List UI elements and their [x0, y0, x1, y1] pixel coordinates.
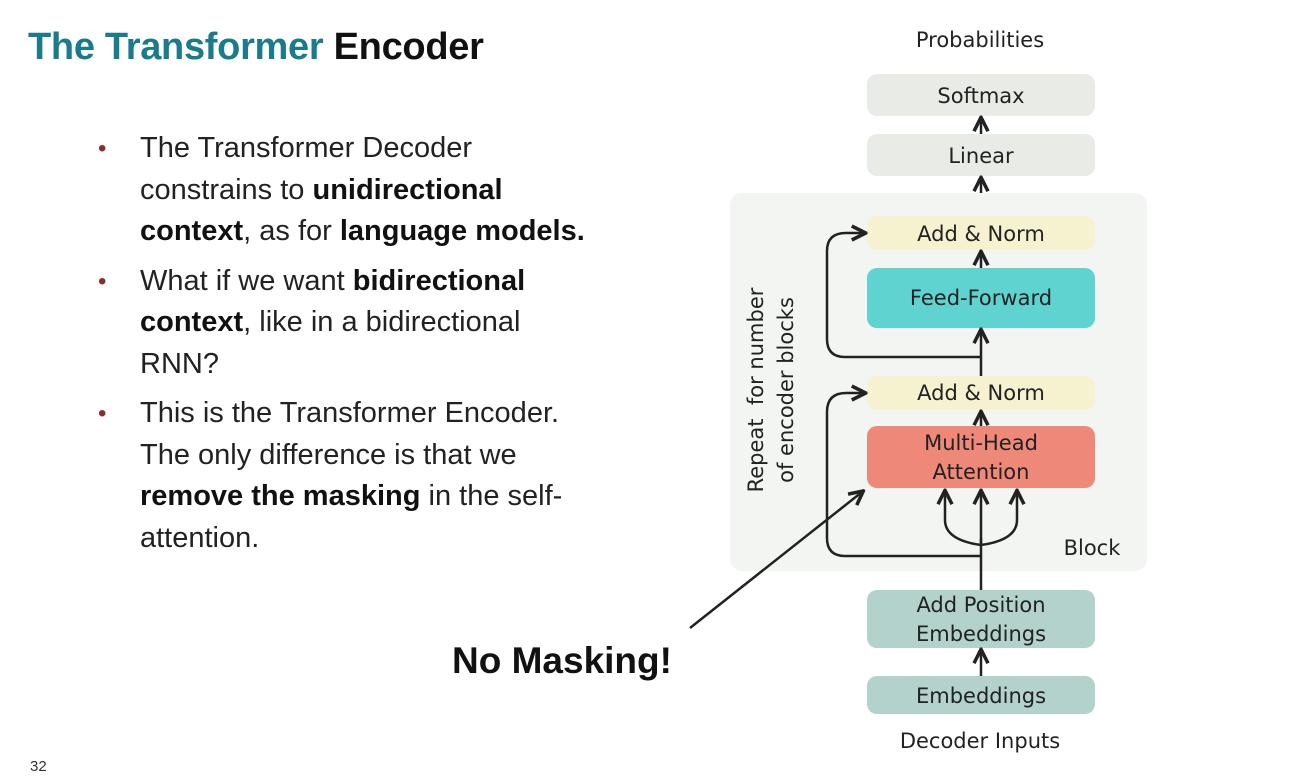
repeat-label-line1: Repeat for number [744, 287, 768, 492]
bullet-text: This is the Transformer Encoder. The onl… [140, 397, 560, 471]
slide-title-rest: Encoder [333, 26, 484, 68]
bullet-bold-text: remove the masking [140, 480, 421, 512]
softmax-label: Softmax [937, 84, 1024, 108]
embeddings-box [867, 676, 1095, 714]
attention-input-left [945, 492, 982, 547]
page-number: 32 [30, 758, 47, 775]
bullet-item: • What if we want bidirectional context, … [98, 261, 598, 386]
position-label-line2: Embeddings [916, 622, 1046, 646]
bullet-bold-text: unidirectional context [140, 173, 503, 248]
softmax-box [867, 74, 1095, 116]
bullet-text: , like in a bidirectional RNN? [140, 306, 521, 380]
feed-forward-label: Feed-Forward [910, 286, 1052, 310]
block-label: Block [1064, 536, 1122, 560]
add-norm-bottom-label: Add & Norm [917, 381, 1045, 405]
linear-box [867, 134, 1095, 176]
bullet-list: • The Transformer Decoder constrains to u… [98, 128, 598, 567]
mha-label-line2: Attention [933, 460, 1030, 484]
position-label-line1: Add Position [916, 593, 1045, 617]
probabilities-label: Probabilities [916, 28, 1044, 52]
bullet-dot: • [98, 135, 107, 162]
bullet-dot: • [98, 267, 107, 295]
no-masking-callout: No Masking! [452, 640, 672, 681]
bullet-text: in the self-attention. [140, 480, 563, 554]
add-norm-top-label: Add & Norm [917, 222, 1045, 246]
slide-title: The Transformer Encoder [28, 26, 484, 69]
bullet-bold-text: bidirectional context [140, 264, 526, 339]
residual-connection-top [825, 233, 981, 359]
bullet-dot: • [98, 400, 107, 427]
feed-forward-box [867, 268, 1095, 328]
slide-title-accent: The Transformer [28, 26, 324, 68]
attention-input-right [980, 492, 1017, 547]
mha-label-line1: Multi-Head [924, 431, 1038, 455]
add-norm-top-box [867, 216, 1095, 250]
no-masking-pointer-arrow [689, 492, 862, 629]
multi-head-attention-box [867, 426, 1095, 488]
bullet-item: • This is the Transformer Encoder. The on… [98, 393, 598, 559]
bullet-text: , as for [243, 215, 340, 247]
repeat-label-line2: of encoder blocks [774, 297, 798, 483]
bullet-text: What if we want [140, 264, 353, 297]
bullet-item: • The Transformer Decoder constrains to u… [98, 128, 598, 253]
position-embeddings-box [867, 590, 1095, 648]
add-norm-bottom-box [867, 376, 1095, 410]
linear-label: Linear [948, 144, 1014, 168]
residual-connection-bottom [825, 393, 981, 558]
decoder-inputs-label: Decoder Inputs [900, 729, 1060, 753]
bullet-text: The Transformer Decoder constrains to [140, 132, 473, 206]
embeddings-label: Embeddings [916, 684, 1046, 708]
bullet-bold-text: language models. [339, 215, 585, 247]
